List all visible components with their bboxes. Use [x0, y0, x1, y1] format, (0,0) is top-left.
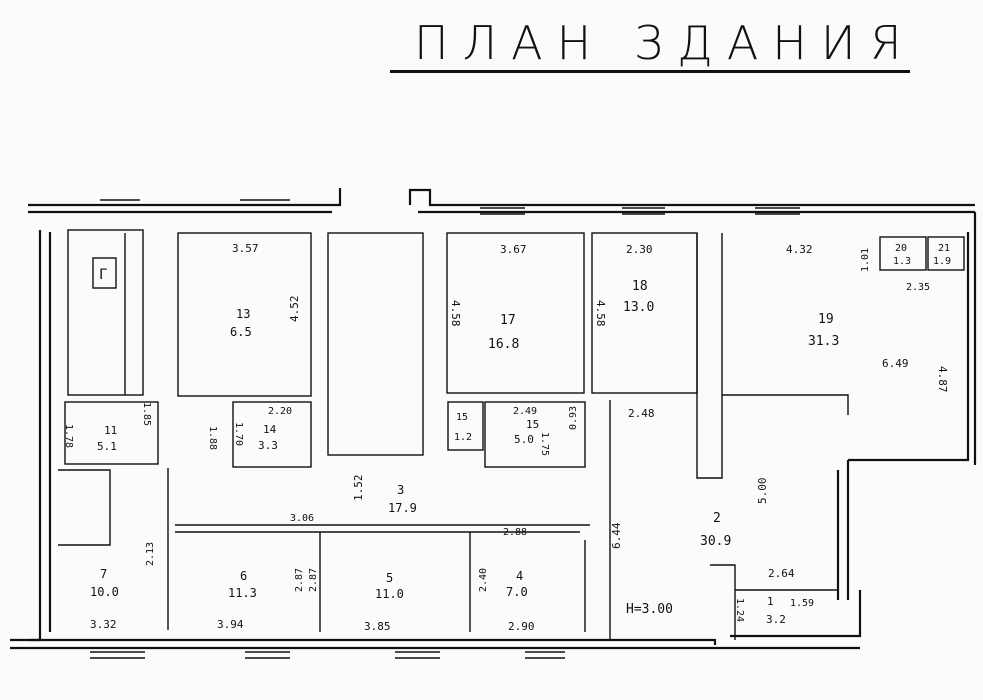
title-underline [390, 70, 910, 73]
room-15b-area: 5.0 [514, 433, 534, 446]
dim-17-width: 3.67 [500, 243, 527, 256]
dim-13-length: 4.52 [288, 296, 301, 323]
room-6-number: 6 [240, 569, 247, 583]
room-19-number: 19 [818, 312, 834, 327]
plan-title: ПЛАН ЗДАНИЯ [390, 14, 910, 74]
ceiling-height-note: H=3.00 [626, 602, 673, 617]
room-20-area: 1.3 [893, 256, 911, 267]
room-4-area: 7.0 [506, 585, 528, 599]
room-labels: 13 6.5 17 16.8 18 13.0 19 31.3 20 1.3 21… [90, 243, 951, 626]
dim-11-width: 1.85 [141, 402, 152, 426]
room-1-number: 1 [767, 595, 774, 608]
dim-2-end: 2.64 [768, 567, 795, 580]
room-19-area: 31.3 [808, 334, 839, 349]
dim-19-width: 4.32 [786, 243, 813, 256]
dim-7-width: 3.32 [90, 618, 117, 631]
dim-4-width: 2.90 [508, 620, 535, 633]
dimension-labels: 3.57 4.52 3.67 4.58 2.30 4.58 4.32 1.01 … [63, 242, 949, 633]
room-15a-area: 1.2 [454, 432, 472, 443]
dim-2-side: 6.44 [610, 522, 623, 549]
dim-5-side: 2.87 [308, 568, 319, 592]
room-11-area: 5.1 [97, 440, 117, 453]
room-3-number: 3 [397, 483, 404, 497]
room-5-number: 5 [386, 571, 393, 585]
room-17-area: 16.8 [488, 337, 519, 352]
plan-title-text: ПЛАН ЗДАНИЯ [414, 16, 916, 70]
room-5-area: 11.0 [375, 587, 404, 601]
dim-19-side: 1.01 [860, 248, 871, 272]
room-1-area: 3.2 [766, 613, 786, 626]
room-7-area: 10.0 [90, 585, 119, 599]
room-4-number: 4 [516, 569, 523, 583]
room-2-area: 30.9 [700, 534, 731, 549]
boiler-mark: Г [99, 267, 107, 283]
dim-18-width: 2.30 [626, 243, 653, 256]
dim-3-end: 2.88 [503, 527, 527, 538]
room-18-area: 13.0 [623, 300, 654, 315]
dim-1-width: 1.59 [790, 598, 814, 609]
dim-14-side: 1.70 [233, 422, 244, 446]
interior-walls [58, 229, 965, 640]
dim-3-length: 3.06 [290, 513, 314, 524]
outer-walls [10, 188, 977, 650]
dim-2-length: 5.00 [756, 478, 769, 505]
room-13-area: 6.5 [230, 325, 252, 339]
dim-15-side: 1.75 [539, 432, 550, 456]
dim-7-side: 2.13 [145, 542, 156, 566]
room-7-number: 7 [100, 567, 107, 581]
room-17-number: 17 [500, 313, 516, 328]
room-11-number: 11 [104, 424, 117, 437]
dim-3-side: 1.52 [352, 475, 365, 502]
dim-5-width: 3.85 [364, 620, 391, 633]
dim-19-length: 6.49 [882, 357, 909, 370]
room-3-area: 17.9 [388, 501, 417, 515]
dim-1-side: 1.24 [734, 598, 745, 622]
room-20-number: 20 [895, 243, 907, 254]
room-6-area: 11.3 [228, 586, 257, 600]
dim-19-notch: 2.35 [906, 282, 930, 293]
room-14-area: 3.3 [258, 439, 278, 452]
windows [90, 199, 800, 659]
room-13-number: 13 [236, 307, 250, 321]
room-14-number: 14 [263, 423, 277, 436]
dim-6-side: 2.87 [294, 568, 305, 592]
dim-4-side: 2.40 [478, 568, 489, 592]
dim-15-width: 2.49 [513, 406, 537, 417]
dim-15-depth: 0.93 [568, 406, 579, 430]
dim-6-width: 3.94 [217, 618, 244, 631]
dim-14-width: 2.20 [268, 406, 292, 417]
dim-13-width: 3.57 [232, 242, 259, 255]
dim-2-width: 2.48 [628, 407, 655, 420]
room-21-number: 21 [938, 243, 950, 254]
room-18-number: 18 [632, 279, 648, 294]
room-2-number: 2 [713, 511, 721, 526]
room-21-area: 1.9 [933, 256, 951, 267]
dim-corridor-side: 1.88 [207, 426, 218, 450]
room-15b-number: 15 [526, 418, 539, 431]
room-15a-number: 15 [456, 412, 468, 423]
dim-17-length: 4.58 [449, 300, 462, 327]
dim-18-length: 4.58 [594, 300, 607, 327]
dim-19-depth: 4.87 [936, 366, 949, 393]
dim-11-side: 1.78 [63, 424, 74, 448]
